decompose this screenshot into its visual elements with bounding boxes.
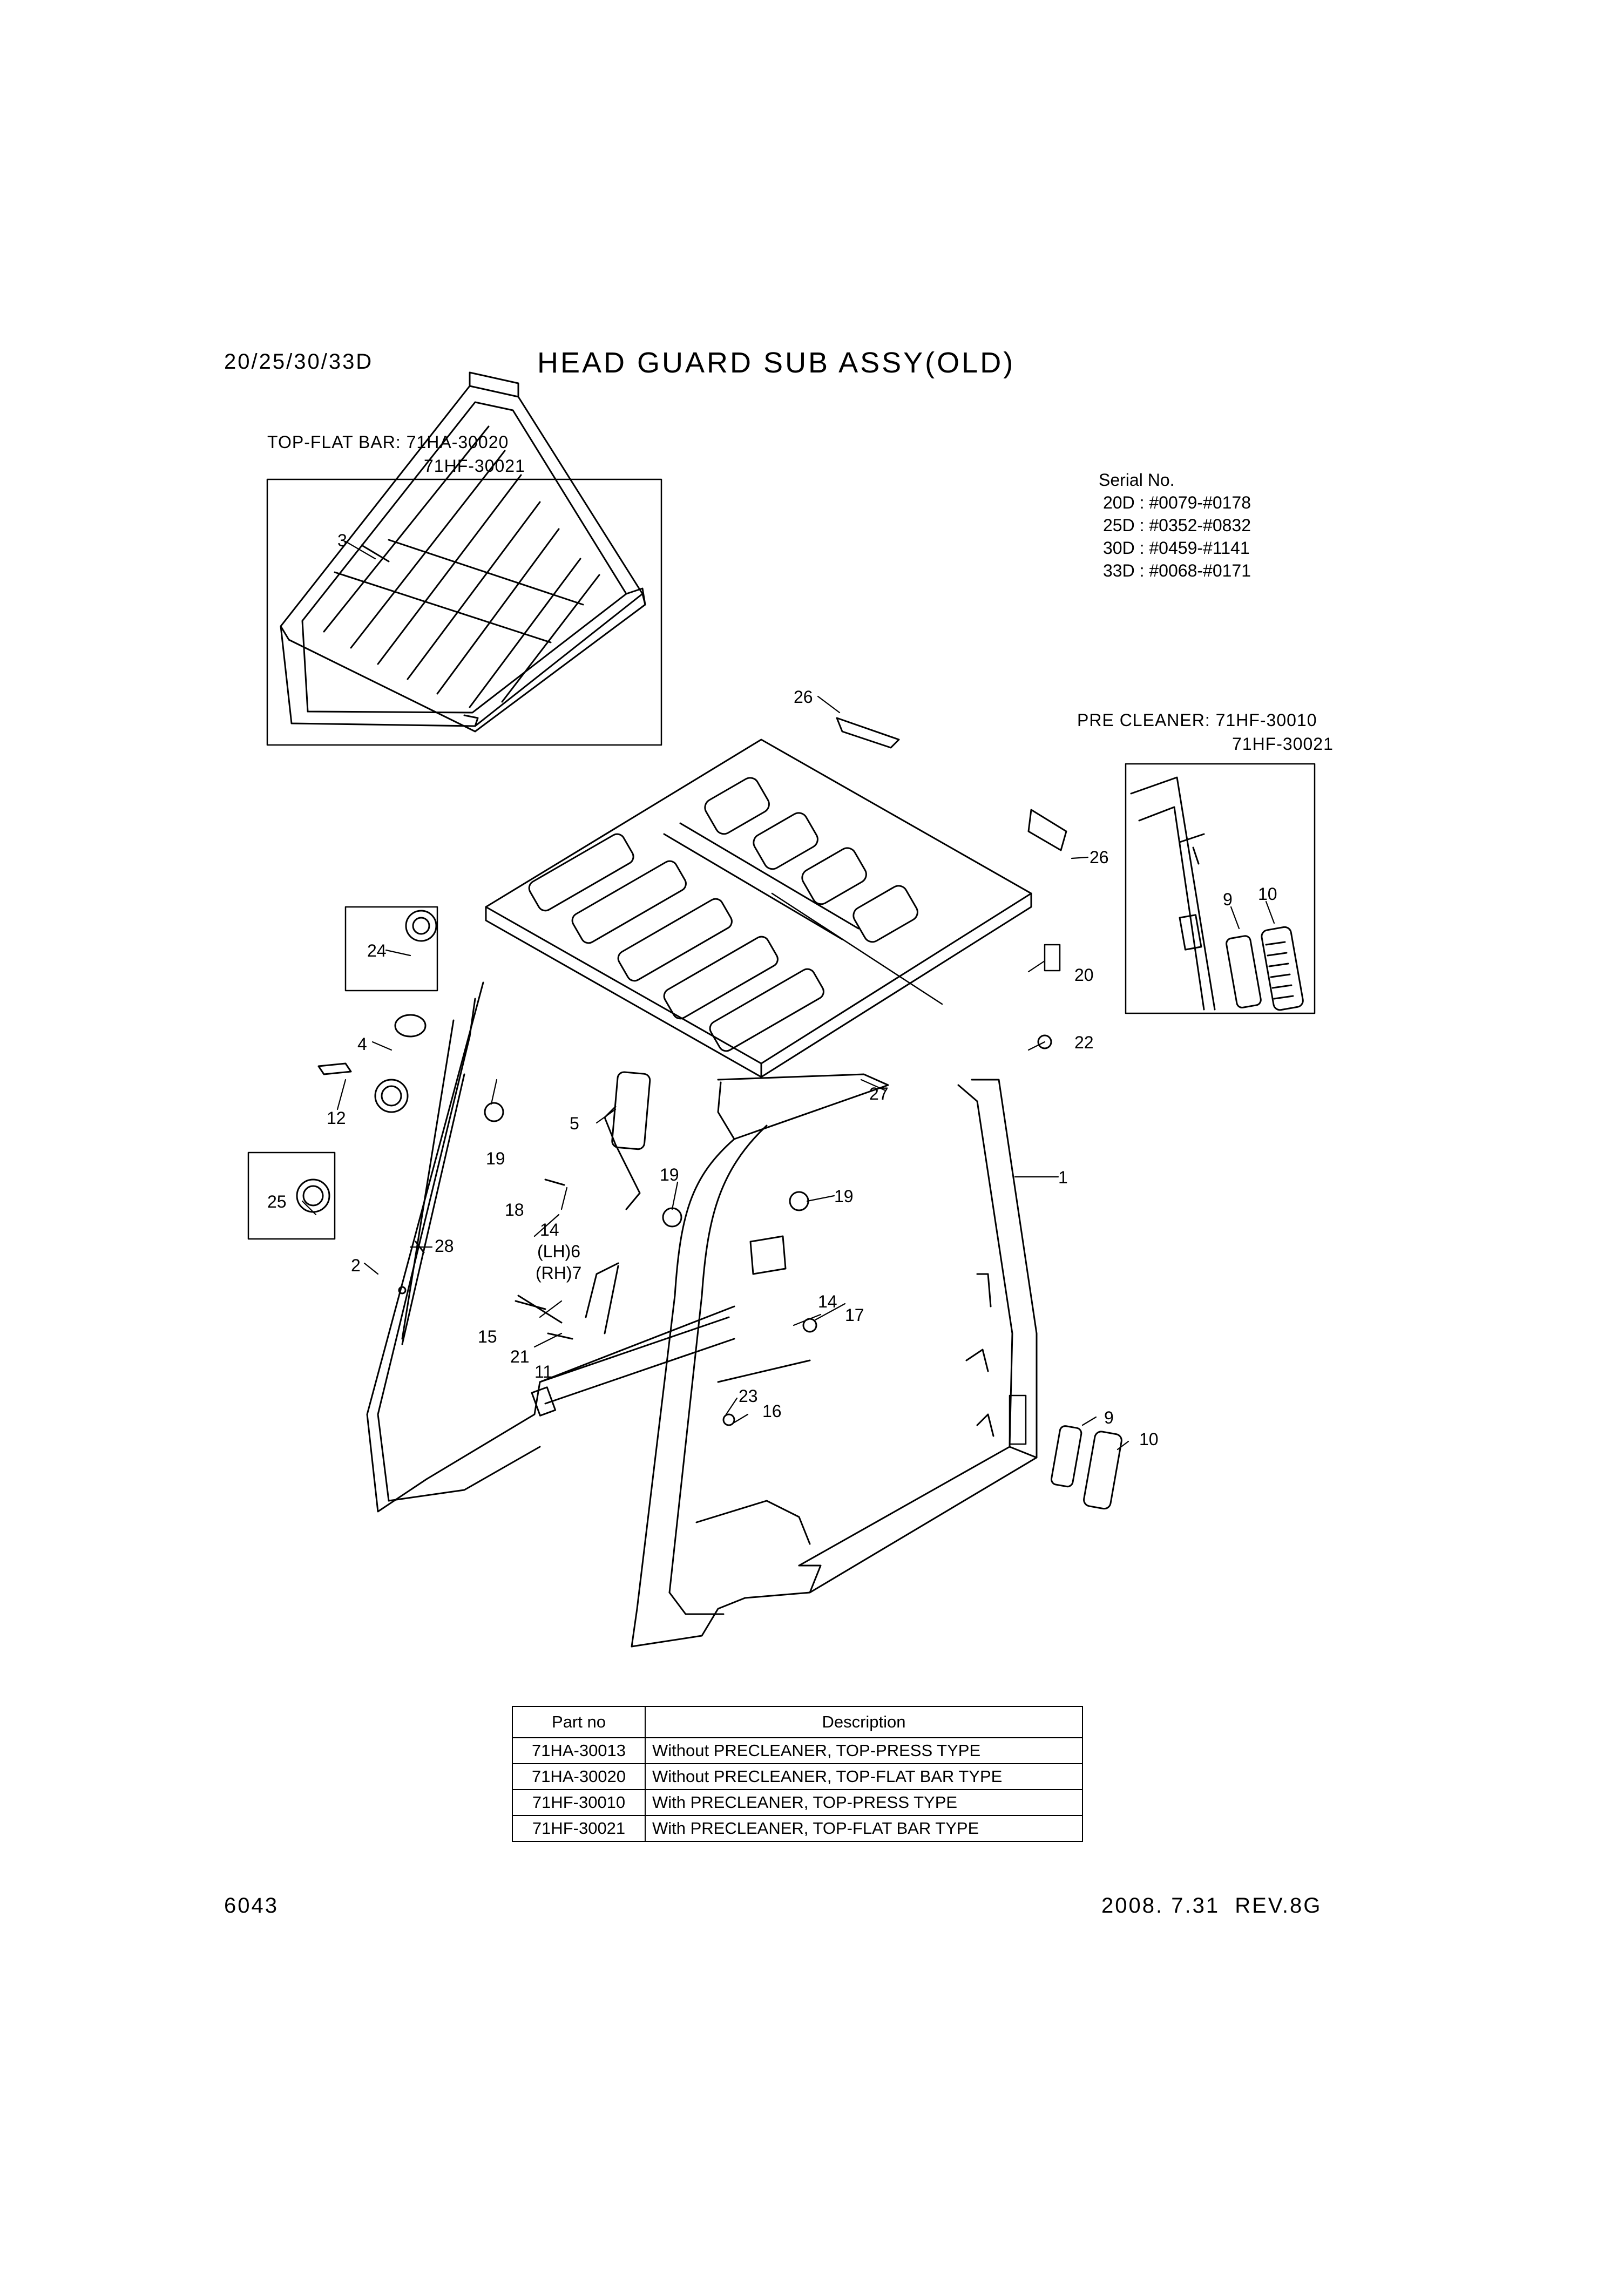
callout-17: 17: [845, 1305, 864, 1325]
callout-4: 4: [357, 1034, 367, 1054]
callout-25: 25: [267, 1192, 287, 1211]
callout-9: 9: [1104, 1408, 1114, 1427]
callout-19: 19: [834, 1187, 854, 1206]
serial-number-block: Serial No. 20D : #0079-#0178 25D : #0352…: [1099, 469, 1251, 582]
table-row: 71HA-30020 Without PRECLEANER, TOP-FLAT …: [512, 1763, 1083, 1790]
serial-row: 25D : #0352-#0832: [1103, 516, 1251, 535]
part-number-cell: 71HF-30010: [512, 1789, 646, 1816]
serial-heading: Serial No.: [1099, 470, 1175, 490]
callout-9: 9: [1223, 890, 1233, 909]
table-row: 71HF-30010 With PRECLEANER, TOP-PRESS TY…: [512, 1789, 1083, 1816]
callout-2: 2: [351, 1256, 361, 1275]
callout-16: 16: [762, 1401, 782, 1421]
callout-11: 11: [534, 1362, 553, 1381]
table-header-row: Part no Description: [512, 1706, 1083, 1738]
part-number-cell: 71HF-30021: [512, 1815, 646, 1842]
leader-lines: [301, 540, 1275, 1451]
pre-cleaner-label: PRE CLEANER: 71HF-30010: [1077, 710, 1317, 730]
callout-26: 26: [794, 687, 813, 707]
top-flat-bar-inset: [266, 371, 662, 746]
callout-20: 20: [1074, 965, 1094, 985]
callout-26: 26: [1090, 848, 1109, 867]
description-cell: Without PRECLEANER, TOP-PRESS TYPE: [645, 1737, 1083, 1764]
callout-23: 23: [739, 1386, 758, 1406]
callout-21: 21: [510, 1347, 530, 1366]
pre-cleaner-inset: [1125, 763, 1316, 1014]
serial-row: 33D : #0068-#0171: [1103, 561, 1251, 580]
model-code: 20/25/30/33D: [224, 350, 374, 374]
description-cell: With PRECLEANER, TOP-FLAT BAR TYPE: [645, 1815, 1083, 1842]
callout-14: 14: [818, 1292, 837, 1311]
callout-15: 15: [478, 1327, 497, 1346]
revision-date: 2008. 7.31 REV.8G: [1101, 1894, 1322, 1918]
callout-5: 5: [570, 1114, 579, 1133]
description-cell: Without PRECLEANER, TOP-FLAT BAR TYPE: [645, 1763, 1083, 1790]
pre-cleaner-label-2: 71HF-30021: [1232, 734, 1334, 754]
page-number: 6043: [224, 1894, 279, 1918]
callout-19: 19: [486, 1149, 505, 1168]
head-guard-frame: [366, 981, 1038, 1648]
column-header-part-no: Part no: [512, 1706, 646, 1738]
callout-14: 14: [540, 1220, 559, 1239]
callout-22: 22: [1074, 1033, 1094, 1052]
callout-24: 24: [367, 941, 387, 960]
callout-18: 18: [505, 1200, 524, 1219]
table-row: 71HF-30021 With PRECLEANER, TOP-FLAT BAR…: [512, 1815, 1083, 1842]
top-flat-bar-label: TOP-FLAT BAR: 71HA-30020: [267, 432, 509, 452]
description-cell: With PRECLEANER, TOP-PRESS TYPE: [645, 1789, 1083, 1816]
callout-12: 12: [327, 1108, 346, 1128]
parts-table: Part no Description 71HA-30013 Without P…: [512, 1706, 1083, 1842]
part-number-cell: 71HA-30020: [512, 1763, 646, 1790]
part-number-cell: 71HA-30013: [512, 1737, 646, 1764]
callout-7-rh: (RH)7: [536, 1263, 582, 1283]
callout-28: 28: [435, 1236, 454, 1256]
roof-panel: [485, 739, 1032, 1078]
table-row: 71HA-30013 Without PRECLEANER, TOP-PRESS…: [512, 1737, 1083, 1764]
serial-row: 30D : #0459-#1141: [1103, 538, 1250, 558]
callout-19: 19: [660, 1165, 679, 1184]
small-parts: [247, 717, 1122, 1510]
callout-10: 10: [1258, 884, 1277, 904]
page-title: HEAD GUARD SUB ASSY(OLD): [537, 347, 1016, 379]
callout-3: 3: [337, 531, 347, 550]
callout-10: 10: [1139, 1429, 1159, 1449]
top-flat-bar-label-2: 71HF-30021: [424, 456, 525, 476]
callout-1: 1: [1058, 1168, 1068, 1187]
callout-27: 27: [869, 1084, 889, 1103]
callout-6-lh: (LH)6: [537, 1242, 581, 1261]
column-header-description: Description: [645, 1706, 1083, 1738]
serial-row: 20D : #0079-#0178: [1103, 493, 1251, 512]
